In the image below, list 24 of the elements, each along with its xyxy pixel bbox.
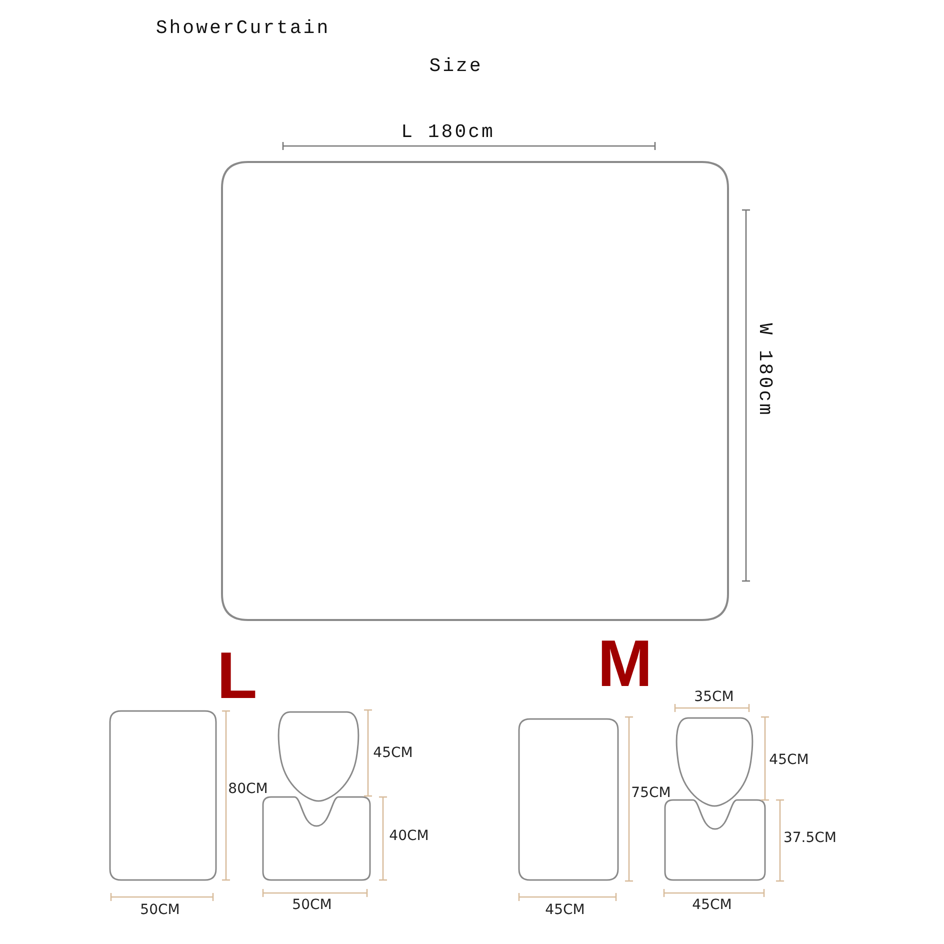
size-heading: M xyxy=(598,625,652,701)
bath-mat-outline xyxy=(518,718,619,881)
dimension-label: 45CM xyxy=(769,752,809,768)
bath-mat-outline xyxy=(109,710,217,881)
dimension-label: W 180cm xyxy=(754,323,776,417)
shower-curtain-outline xyxy=(221,161,729,621)
dimension-label: 50CM xyxy=(140,902,180,918)
dimension-label: 50CM xyxy=(292,897,332,913)
contour-mat-outline xyxy=(664,799,766,881)
lid-cover-outline xyxy=(676,717,754,807)
dimension-label: 45CM xyxy=(692,897,732,913)
dimension-label: 37.5CM xyxy=(783,830,837,846)
dimension-label: 45CM xyxy=(545,902,585,918)
title: ShowerCurtain xyxy=(156,17,330,39)
lid-cover-outline xyxy=(278,711,360,802)
size-heading: L xyxy=(216,637,258,713)
dimension-label: 75CM xyxy=(631,785,671,801)
dimension-label: 35CM xyxy=(694,689,734,705)
dimension-label: L 180cm xyxy=(401,121,495,143)
dimension-label: 80CM xyxy=(228,781,268,797)
dimension-label: 45CM xyxy=(373,745,413,761)
contour-mat-outline xyxy=(262,796,371,881)
dimension-label: 40CM xyxy=(389,828,429,844)
heading: Size xyxy=(429,55,483,77)
